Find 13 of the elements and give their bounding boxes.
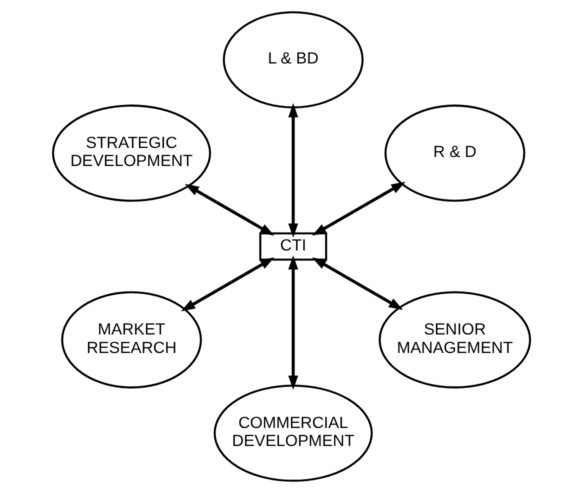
node-ellipse: R & D [384, 104, 526, 202]
node-ellipse: STRATEGIC DEVELOPMENT [52, 104, 212, 202]
arrow [184, 184, 274, 236]
arrow [180, 257, 274, 312]
node-ellipse: SENIOR MANAGEMENT [378, 291, 532, 388]
arrow [288, 255, 298, 390]
node-ellipse: L & BD [222, 11, 364, 108]
arrow [288, 103, 298, 238]
arrow [312, 182, 406, 236]
node-ellipse: COMMERCIAL DEVELOPMENT [214, 384, 373, 482]
node-box: CTI [259, 232, 328, 261]
node-ellipse: MARKET RESEARCH [61, 291, 202, 388]
arrow [312, 257, 404, 310]
